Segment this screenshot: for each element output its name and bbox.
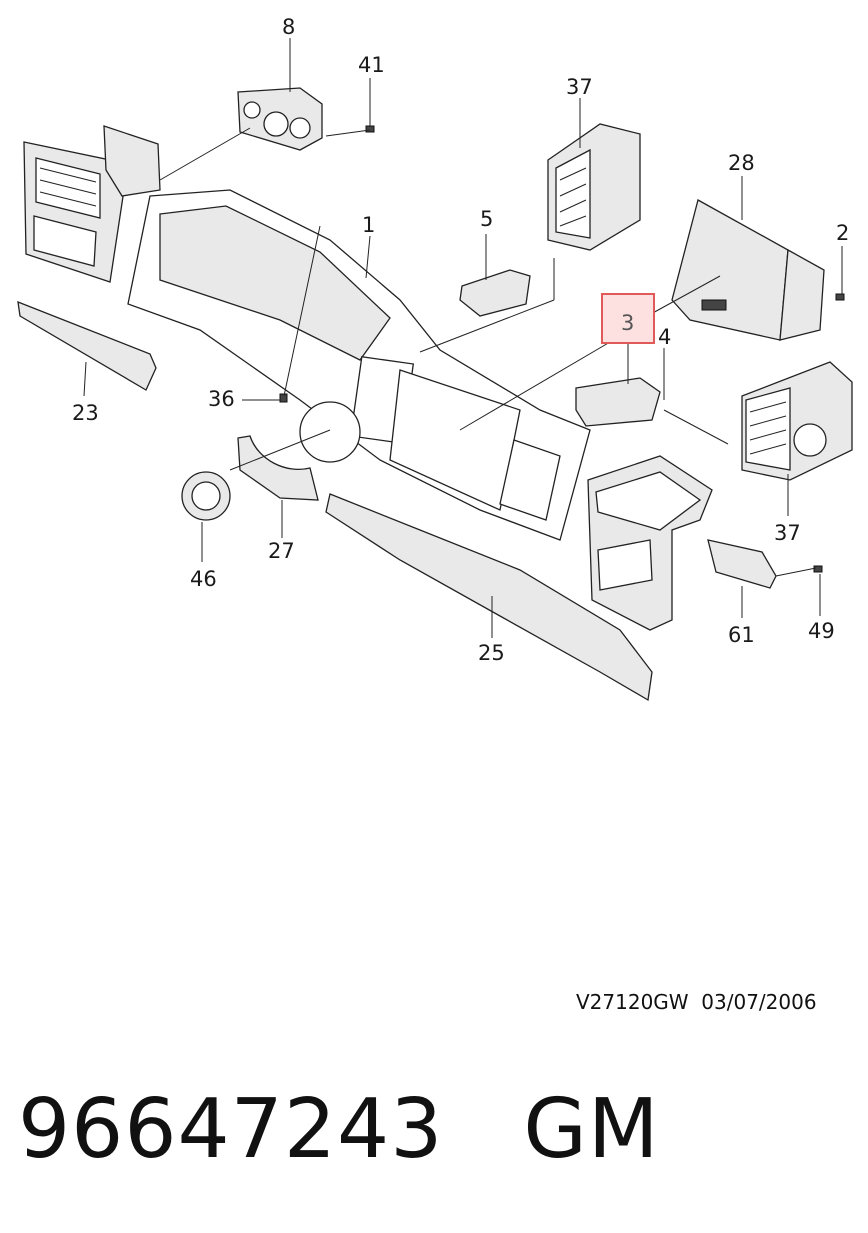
- brand-name: GM: [523, 1082, 660, 1177]
- callout-3-highlight-box: [601, 293, 655, 344]
- callout-25: 25: [478, 641, 505, 665]
- callout-28: 28: [728, 151, 755, 175]
- callout-5: 5: [480, 207, 493, 231]
- part-2-screw: [835, 293, 845, 301]
- callout-23: 23: [72, 401, 99, 425]
- exploded-parts-diagram: 8 41 37 28 1 5 2 3 4 36 23 37 27 46 61 4…: [17, 15, 853, 702]
- part-1-instrument-panel: [127, 189, 591, 541]
- callout-4: 4: [658, 325, 671, 349]
- callout-46: 46: [190, 567, 217, 591]
- callout-49: 49: [808, 619, 835, 643]
- part-37-upper-vent: [547, 123, 641, 251]
- part-37-right-vent: [741, 361, 853, 481]
- part-25-lower-trim: [325, 493, 653, 702]
- reference-date: 03/07/2006: [701, 990, 817, 1014]
- callout-36: 36: [208, 387, 235, 411]
- part-number: 96647243: [18, 1082, 444, 1177]
- part-27-trim: [237, 435, 319, 501]
- callout-1: 1: [362, 213, 375, 237]
- diagram-reference: V27120GW 03/07/2006: [576, 990, 817, 1014]
- part-49-screw: [813, 565, 823, 573]
- right-vent-bezel: [587, 455, 713, 631]
- part-8-climate-control: [237, 87, 323, 151]
- part-23-trim: [17, 300, 157, 391]
- reference-code: V27120GW: [576, 990, 689, 1014]
- part-41-screw: [365, 125, 375, 133]
- part-28-glovebox: [671, 199, 825, 341]
- part-46-ring: [181, 471, 231, 521]
- part-5-switch: [459, 269, 531, 317]
- callout-labels: 8 41 37 28 1 5 2 3 4 36 23 37 27 46 61 4…: [72, 15, 849, 665]
- callout-61: 61: [728, 623, 755, 647]
- callout-27: 27: [268, 539, 295, 563]
- callout-3: 3: [621, 311, 634, 335]
- callout-37-right: 37: [774, 521, 801, 545]
- part-36-screw: [279, 393, 288, 403]
- callout-2: 2: [836, 221, 849, 245]
- callout-37-upper: 37: [566, 75, 593, 99]
- left-vent-assembly: [23, 125, 161, 283]
- part-61-switch: [707, 539, 777, 589]
- callout-8: 8: [282, 15, 295, 39]
- callout-41: 41: [358, 53, 385, 77]
- part-4-switch: [575, 377, 661, 427]
- part-number-footer: 96647243 GM: [18, 1082, 660, 1177]
